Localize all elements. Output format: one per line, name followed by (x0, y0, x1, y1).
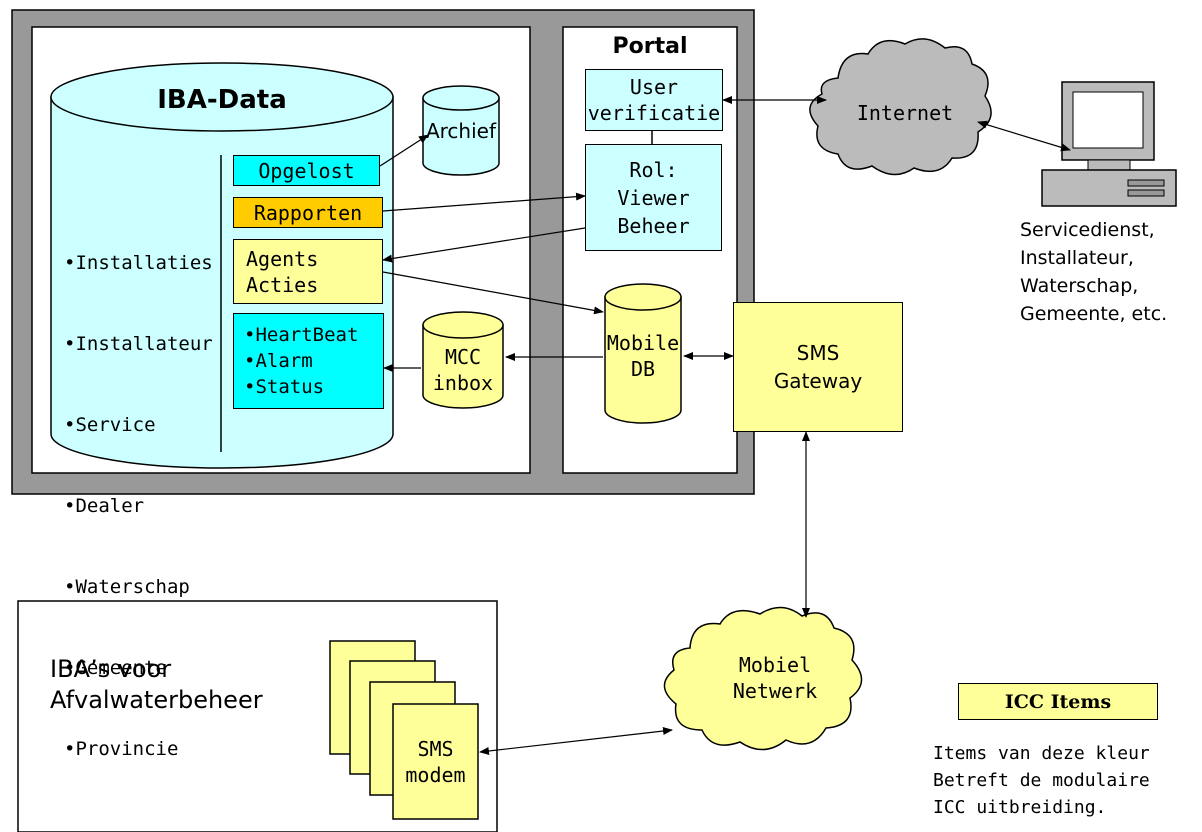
computer-caption: Servicedienst, Installateur, Waterschap,… (1020, 216, 1167, 328)
entity-item: •Gemeente (64, 657, 167, 679)
mobiel-label: Mobiel (738, 653, 812, 677)
arrow-opgelost-archief (379, 134, 429, 167)
db-label: DB (630, 357, 656, 381)
opgelost-box: Opgelost (233, 155, 380, 186)
archief-cylinder (422, 85, 500, 176)
user-verificatie-box: User verificatie (585, 69, 723, 131)
iba-device-card-4 (392, 703, 479, 820)
rapporten-label: Rapporten (253, 200, 363, 225)
iba-title: IBA’s voor Afvalwaterbeheer (50, 654, 263, 716)
rol-label: Rol: (629, 157, 678, 182)
legend-swatch: ICC Items (958, 683, 1158, 720)
archief-label: Archief (425, 119, 497, 143)
arrow-internet-computer (977, 120, 1071, 152)
caption-line: Waterschap, (1020, 275, 1139, 297)
rol-box: Rol: Viewer Beheer (585, 144, 722, 251)
message-item: •Alarm (244, 350, 313, 372)
internet-cloud (809, 38, 992, 176)
arrow-modem-mobielnetwerk (479, 727, 673, 755)
arrow-agents-mobiledb (382, 271, 604, 315)
viewer-label: Viewer (617, 185, 690, 210)
entity-item: •Provincie (64, 738, 179, 760)
entity-item: •Waterschap (64, 576, 190, 598)
caption-line: Installateur, (1020, 247, 1134, 269)
mobile-label: Mobile (606, 331, 680, 355)
beheer-label: Beheer (617, 213, 690, 238)
mobile-db-label: Mobile DB (603, 330, 683, 382)
computer-icon (1041, 81, 1177, 207)
opgelost-label: Opgelost (258, 158, 355, 183)
entity-list: •Installaties •Installateur •Service •De… (64, 196, 213, 790)
entity-item: •Installaties (64, 252, 213, 274)
netwerk-label: Netwerk (732, 679, 818, 703)
caption-line: Servicedienst, (1020, 219, 1155, 241)
legend-note: Items van deze kleur Betreft de modulair… (933, 740, 1150, 821)
entity-item: •Service (64, 414, 156, 436)
agents-label: Agents (246, 246, 319, 271)
mcc-inbox-cylinder (422, 311, 504, 409)
internet-label: Internet (856, 101, 954, 125)
mcc-label: MCC (444, 345, 482, 369)
acties-label: Acties (246, 272, 319, 297)
entity-item: •Installateur (64, 333, 213, 355)
sms-label: SMS (796, 341, 840, 365)
caption-line: Gemeente, etc. (1020, 303, 1168, 325)
portal-title: Portal (612, 34, 688, 59)
gateway-label: Gateway (773, 369, 863, 393)
legend-line: ICC uitbreiding. (933, 797, 1107, 818)
legend-line: Betreft de modulaire (933, 770, 1150, 791)
sms-modem-label: SMS modem (393, 736, 478, 788)
message-item: •HeartBeat (244, 324, 359, 346)
user-label: User (629, 75, 679, 99)
iba-line-2: Afvalwaterbeheer (50, 686, 263, 714)
verificatie-label: verificatie (587, 101, 721, 125)
mobiel-netwerk-cloud (663, 606, 863, 751)
modem-sms-label: SMS (417, 737, 454, 761)
agents-box: Agents Acties (233, 239, 383, 304)
mcc-inbox-label: MCC inbox (421, 344, 505, 396)
messages-box: •HeartBeat •Alarm •Status (233, 313, 384, 409)
arrow-rapporten-rol (382, 192, 586, 212)
iba-line-1: IBA’s voor (50, 655, 172, 683)
legend-title: ICC Items (1004, 690, 1112, 713)
arrow-rol-agents (382, 227, 586, 263)
rapporten-box: Rapporten (233, 197, 383, 228)
sms-gateway-box: SMS Gateway (733, 302, 903, 432)
mobiel-netwerk-label: Mobiel Netwerk (700, 652, 850, 704)
ibadata-title: IBA-Data (157, 85, 287, 115)
mobile-db-cylinder (604, 283, 682, 424)
inbox-label: inbox (432, 371, 494, 395)
entity-item: •Dealer (64, 495, 145, 517)
legend-line: Items van deze kleur (933, 743, 1150, 764)
modem-label: modem (405, 763, 466, 787)
message-item: •Status (244, 376, 325, 398)
